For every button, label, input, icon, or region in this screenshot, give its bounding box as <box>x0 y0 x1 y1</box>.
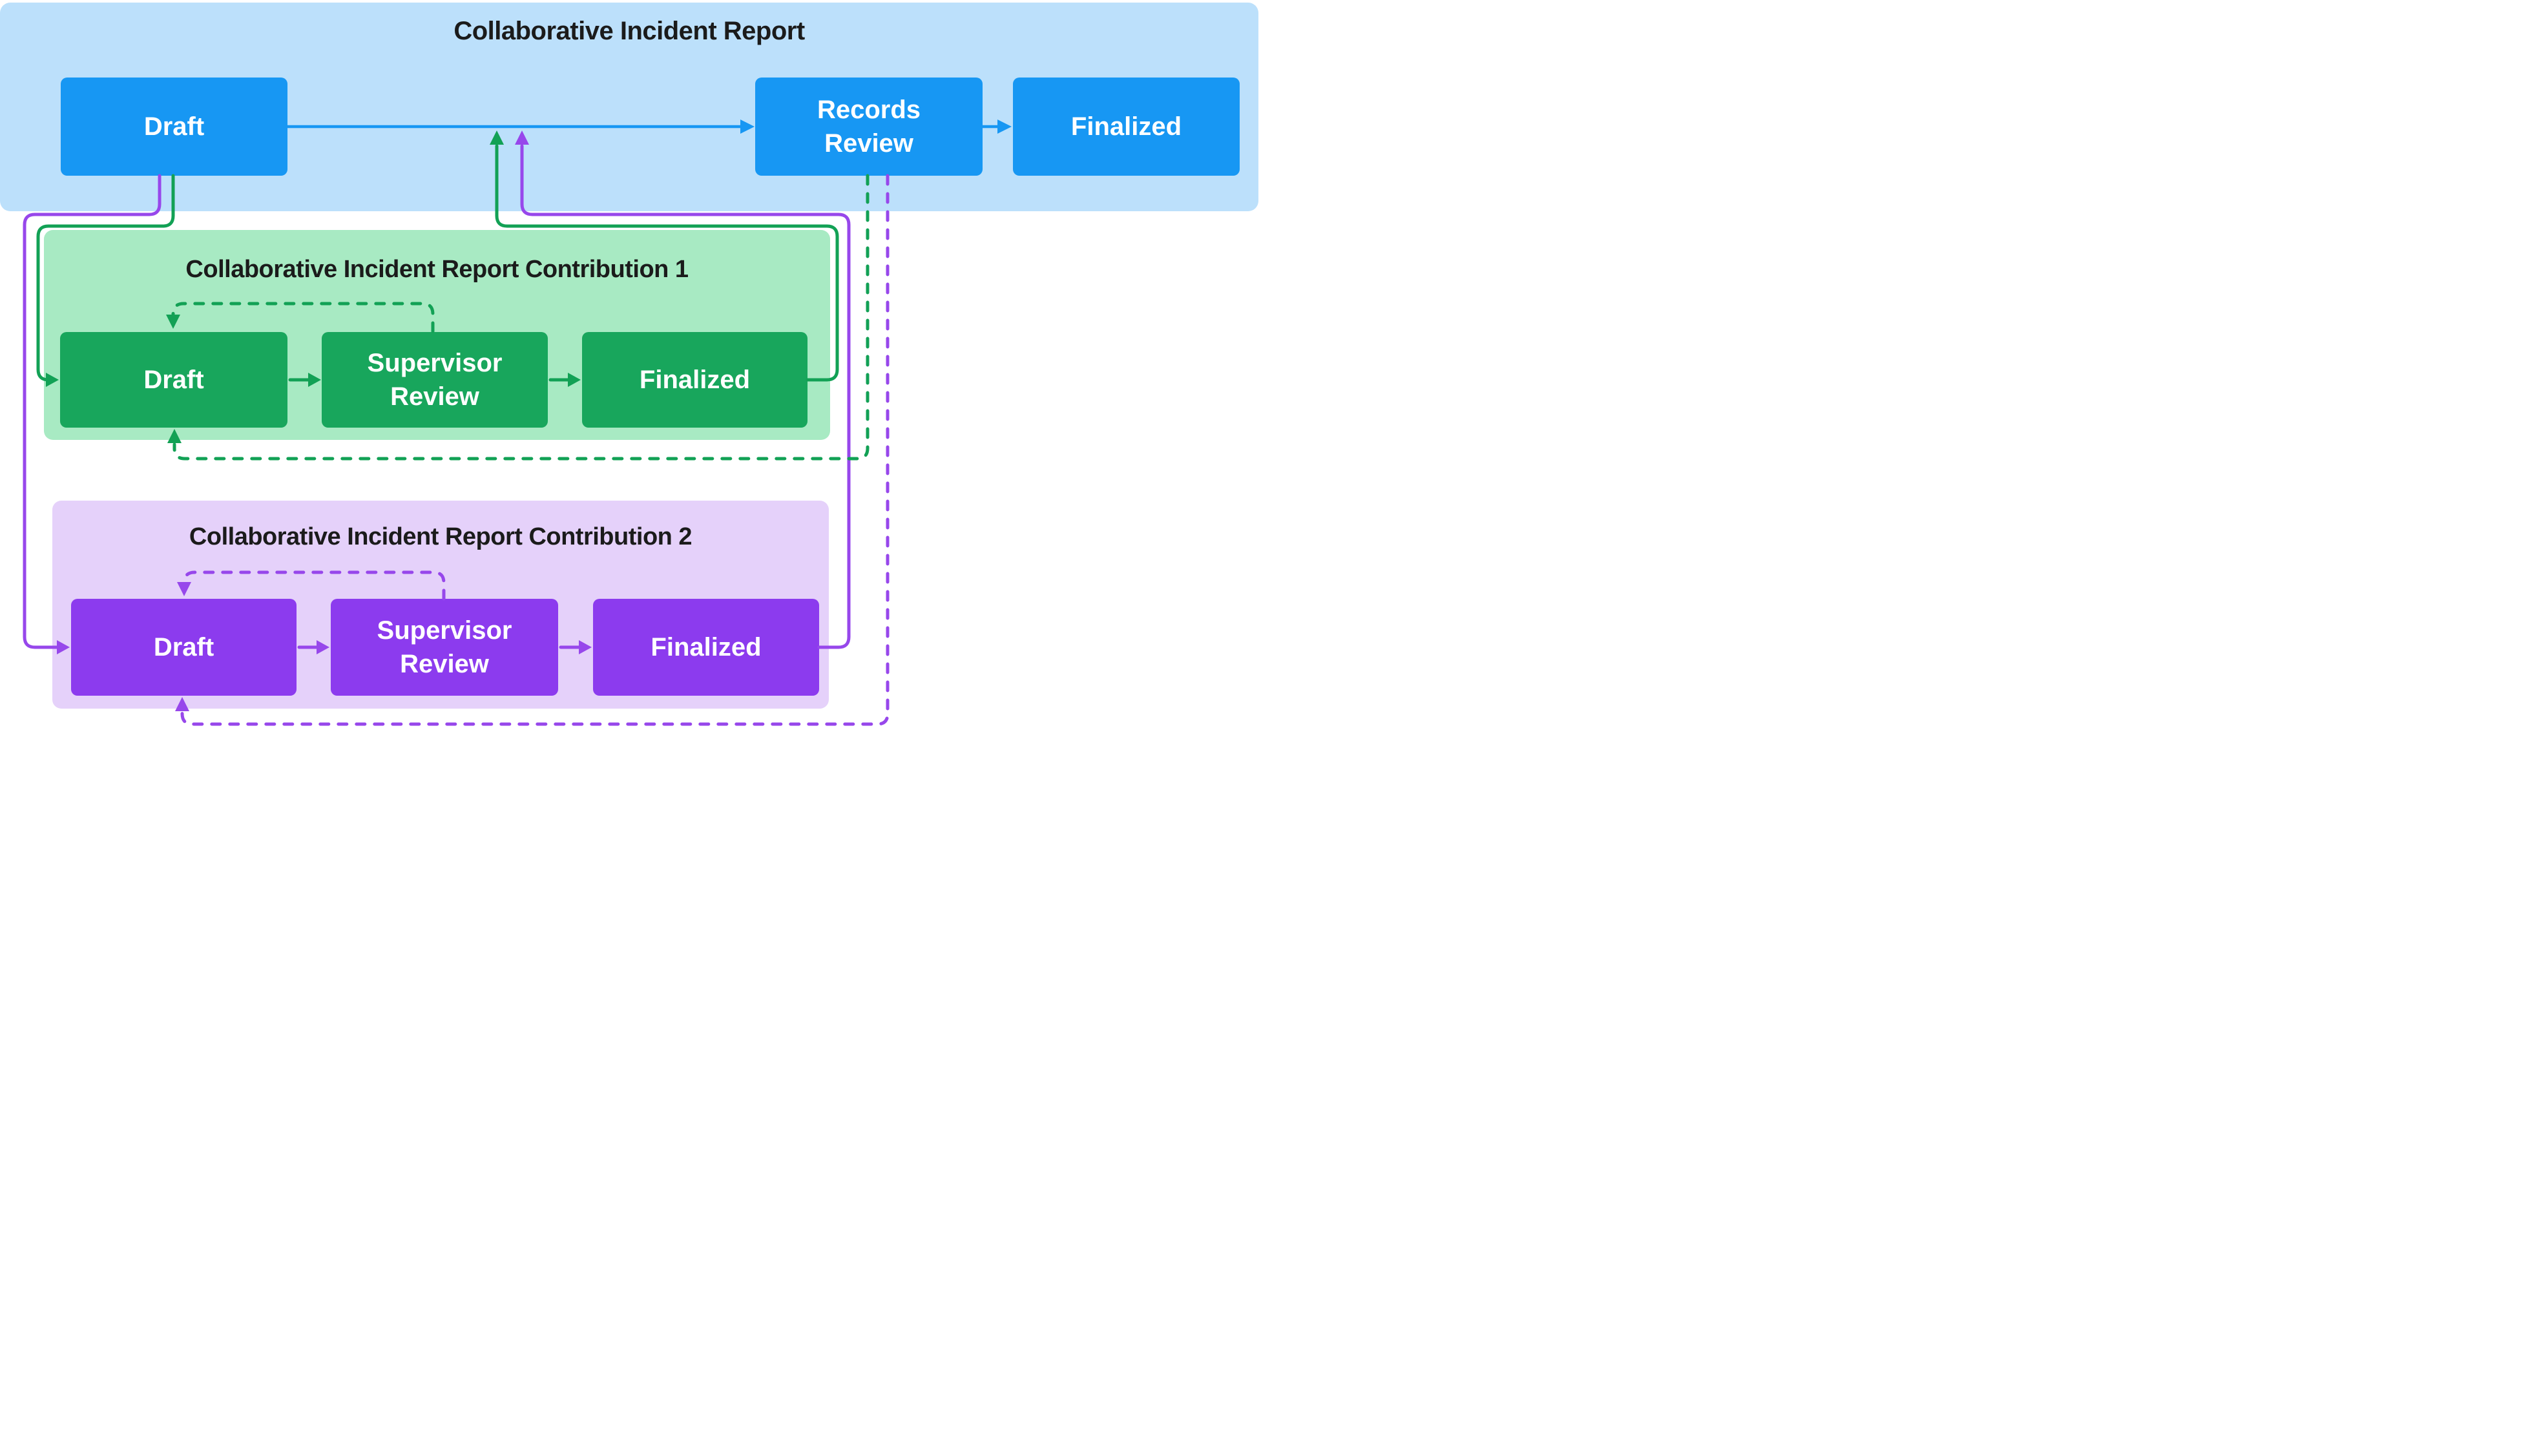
node-contribution-2-finalized-label: Finalized <box>651 633 762 661</box>
node-contribution-1-supervisor-review-label: Supervisor Review <box>367 349 503 411</box>
node-main-finalized: Finalized <box>1013 78 1240 176</box>
lane-contribution-1-title: Collaborative Incident Report Contributi… <box>185 256 689 283</box>
node-contribution-1-draft: Draft <box>60 332 287 428</box>
lane-contribution-2-title: Collaborative Incident Report Contributi… <box>189 523 693 550</box>
node-contribution-2-finalized: Finalized <box>593 599 819 696</box>
node-main-records-review: Records Review <box>755 78 983 176</box>
node-contribution-1-finalized-label: Finalized <box>639 366 751 394</box>
workflow-diagram: Collaborative Incident Report Collaborat… <box>0 0 1261 728</box>
node-main-draft-label: Draft <box>143 112 205 141</box>
node-contribution-2-draft: Draft <box>71 599 297 696</box>
lane-main-title: Collaborative Incident Report <box>453 17 805 45</box>
node-contribution-2-supervisor-review: Supervisor Review <box>331 599 558 696</box>
node-contribution-2-draft-label: Draft <box>153 633 214 661</box>
node-contribution-1-draft-label: Draft <box>143 366 204 394</box>
node-main-records-review-label: Records Review <box>817 96 921 158</box>
node-contribution-2-supervisor-review-label: Supervisor Review <box>377 616 512 678</box>
node-main-finalized-label: Finalized <box>1070 112 1182 141</box>
node-main-draft: Draft <box>61 78 287 176</box>
node-contribution-1-supervisor-review: Supervisor Review <box>322 332 548 428</box>
node-contribution-1-finalized: Finalized <box>582 332 808 428</box>
